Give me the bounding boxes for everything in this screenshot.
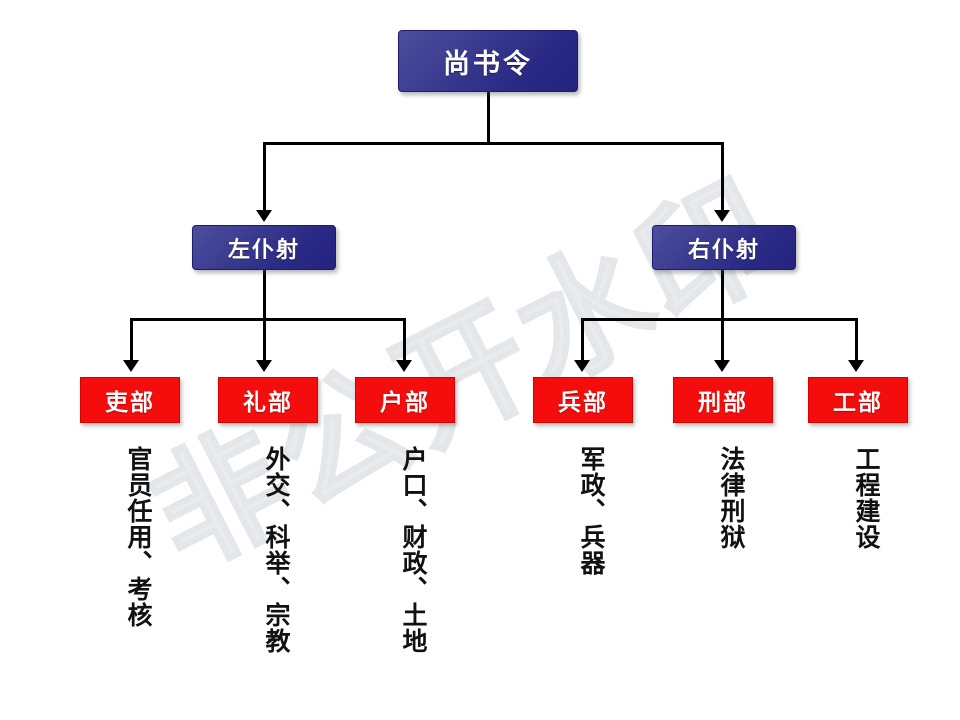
caption-libu-rites-duties: 外交、科举、宗教 bbox=[262, 446, 291, 654]
connector-root-to-right bbox=[721, 142, 724, 214]
arrowhead-libu2 bbox=[396, 360, 412, 372]
connector-root-to-left bbox=[263, 142, 266, 214]
connector-left-to-libu bbox=[130, 318, 133, 366]
connector-left-bus bbox=[130, 318, 406, 321]
caption-bingbu-duties: 军政、兵器 bbox=[577, 446, 606, 576]
connector-root-stem bbox=[487, 92, 490, 144]
arrowhead-bingbu bbox=[574, 360, 590, 372]
node-ministry-xingbu[interactable]: 刑部 bbox=[673, 377, 773, 423]
node-ministry-bingbu[interactable]: 兵部 bbox=[533, 377, 633, 423]
node-zuo-pushe[interactable]: 左仆射 bbox=[192, 225, 336, 270]
caption-xingbu-duties: 法律刑狱 bbox=[717, 446, 746, 550]
node-shangshuling[interactable]: 尚书令 bbox=[398, 30, 578, 92]
caption-libu-duties: 官员任用、考核 bbox=[124, 446, 153, 628]
node-you-pushe[interactable]: 右仆射 bbox=[652, 225, 796, 270]
arrowhead-libu bbox=[123, 360, 139, 372]
connector-root-bus bbox=[263, 142, 724, 145]
arrowhead-hubu bbox=[256, 360, 272, 372]
connector-right-to-bingbu bbox=[581, 318, 584, 366]
node-ministry-hubu[interactable]: 户部 bbox=[355, 377, 455, 423]
arrowhead-xingbu bbox=[714, 360, 730, 372]
connector-left-to-lbu bbox=[403, 318, 406, 366]
connector-right-to-gongbu bbox=[855, 318, 858, 366]
node-ministry-libu[interactable]: 吏部 bbox=[80, 377, 180, 423]
node-ministry-gongbu[interactable]: 工部 bbox=[808, 377, 908, 423]
node-ministry-libu-rites[interactable]: 礼部 bbox=[218, 377, 318, 423]
arrowhead-left-pushe bbox=[256, 210, 272, 222]
caption-gongbu-duties: 工程建设 bbox=[852, 446, 881, 550]
arrowhead-gongbu bbox=[848, 360, 864, 372]
arrowhead-right-pushe bbox=[714, 210, 730, 222]
caption-hubu-duties: 户口、财政、土地 bbox=[399, 446, 428, 654]
watermark-text: 非公开水印 bbox=[126, 151, 804, 599]
connector-right-bus bbox=[581, 318, 858, 321]
